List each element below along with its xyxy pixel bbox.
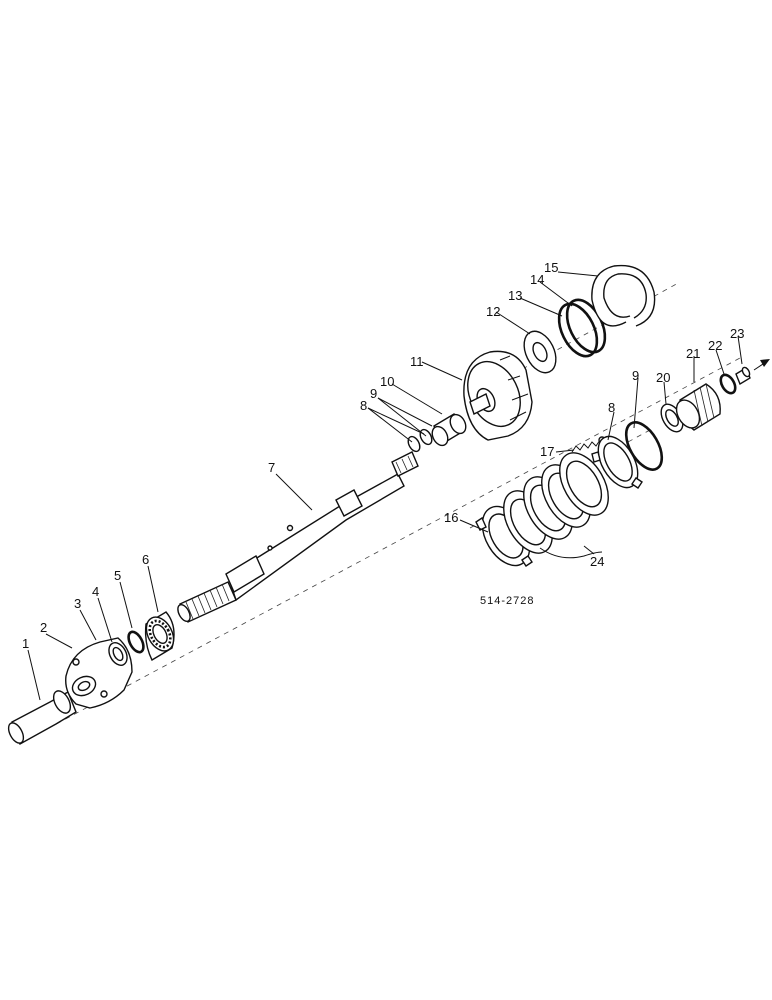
callout-13: 13 [508,288,522,303]
part-4-ring [108,642,128,666]
callout-22: 22 [708,338,722,353]
callout-12: 12 [486,304,500,319]
callout-14: 14 [530,272,544,287]
part-11-clutch-hub [463,350,533,441]
front-arrow-icon [753,359,770,371]
part-15-large-snap-ring [591,264,656,327]
callout-20: 20 [656,370,670,385]
callout-17: 17 [540,444,554,459]
callout-10: 10 [380,374,394,389]
callout-16: 16 [444,510,458,525]
callout-7: 7 [268,460,275,475]
axis-centerline [29,357,741,739]
part-12-washer [523,330,557,374]
callout-4: 4 [92,584,99,599]
part-1-sleeve [7,690,77,746]
part-8-ring [407,435,421,453]
callout-6: 6 [142,552,149,567]
callout-9-right: 9 [632,368,639,383]
callout-15: 15 [544,260,558,275]
callout-24: 24 [590,554,604,569]
part-9-ring [419,428,433,446]
callout-labels: 1 2 3 4 5 6 7 8 9 10 11 12 13 14 15 16 1… [22,260,744,651]
callout-8-right: 8 [608,400,615,415]
part-6-bearing [144,611,175,661]
callout-3: 3 [74,596,81,611]
part-8-tabbed-ring [591,435,643,489]
callout-5: 5 [114,568,121,583]
leader-lines [27,271,743,701]
part-22-ring [719,373,737,395]
part-24-clutch-disc-pack [503,452,609,559]
callout-2: 2 [40,620,47,635]
part-10-bushing [431,412,467,447]
callout-11: 11 [410,354,424,369]
part-9-ring-right [624,421,664,471]
drawing-code: 514-2728 [480,595,535,607]
part-7-main-shaft [177,451,419,623]
callout-23: 23 [730,326,744,341]
callout-9: 9 [370,386,377,401]
callout-21: 21 [686,346,700,361]
callout-8: 8 [360,398,367,413]
part-23-plug [735,366,751,386]
part-5-snap-ring [127,630,145,654]
part-13-o-ring [557,302,599,358]
part-21-splined-hub [675,383,721,431]
callout-1: 1 [22,636,29,651]
